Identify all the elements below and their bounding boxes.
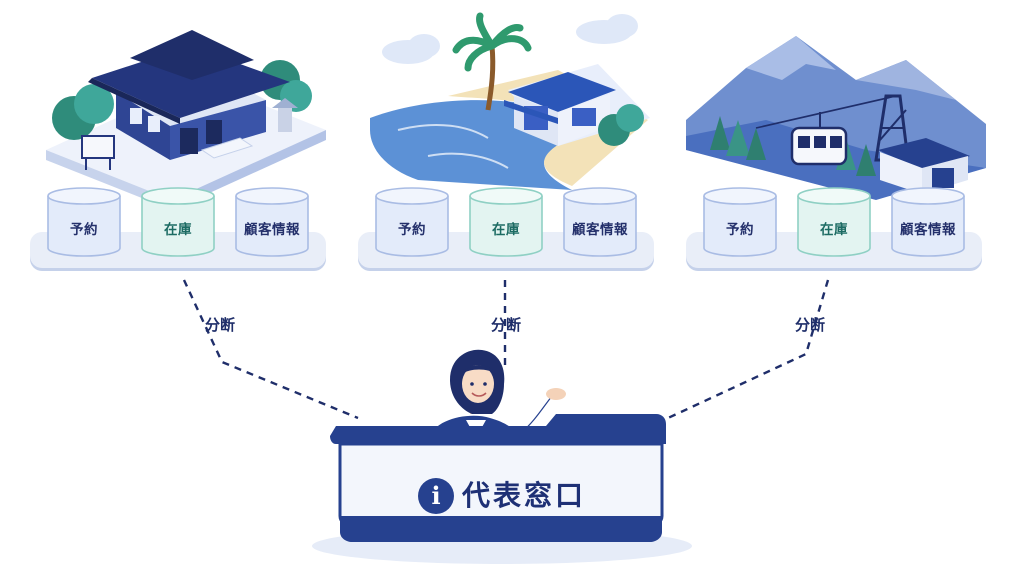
connection-label-center: 分断 — [490, 316, 521, 334]
db-label: 在庫 — [820, 222, 848, 238]
beach-illustration — [370, 12, 650, 190]
db-label: 顧客情報 — [244, 222, 300, 238]
temple-illustration — [46, 30, 326, 210]
db-label: 在庫 — [164, 222, 192, 238]
mountain-illustration — [686, 36, 986, 200]
db-label: 顧客情報 — [900, 222, 956, 238]
db-reservation-mountain: 予約 — [702, 186, 778, 258]
db-inventory-beach: 在庫 — [468, 186, 544, 258]
db-label: 予約 — [398, 222, 426, 238]
location-temple: 予約 在庫 顧客情報 — [30, 0, 330, 280]
db-inventory-temple: 在庫 — [140, 186, 216, 258]
db-label: 在庫 — [492, 222, 520, 238]
db-customer-beach: 顧客情報 — [562, 186, 638, 258]
db-customer-temple: 顧客情報 — [234, 186, 310, 258]
db-reservation-temple: 予約 — [46, 186, 122, 258]
db-label: 予約 — [70, 222, 98, 238]
location-mountain: 予約 在庫 顧客情報 — [686, 0, 986, 280]
db-reservation-beach: 予約 — [374, 186, 450, 258]
connection-label-right: 分断 — [794, 316, 825, 334]
desk-title: 代表窓口 — [462, 479, 587, 512]
db-label: 予約 — [726, 222, 754, 238]
reception-desk — [312, 349, 692, 564]
location-beach: 予約 在庫 顧客情報 — [358, 0, 658, 280]
connection-label-left: 分断 — [204, 316, 235, 334]
db-customer-mountain: 顧客情報 — [890, 186, 966, 258]
info-icon: i — [418, 478, 454, 514]
db-inventory-mountain: 在庫 — [796, 186, 872, 258]
db-label: 顧客情報 — [572, 222, 628, 238]
